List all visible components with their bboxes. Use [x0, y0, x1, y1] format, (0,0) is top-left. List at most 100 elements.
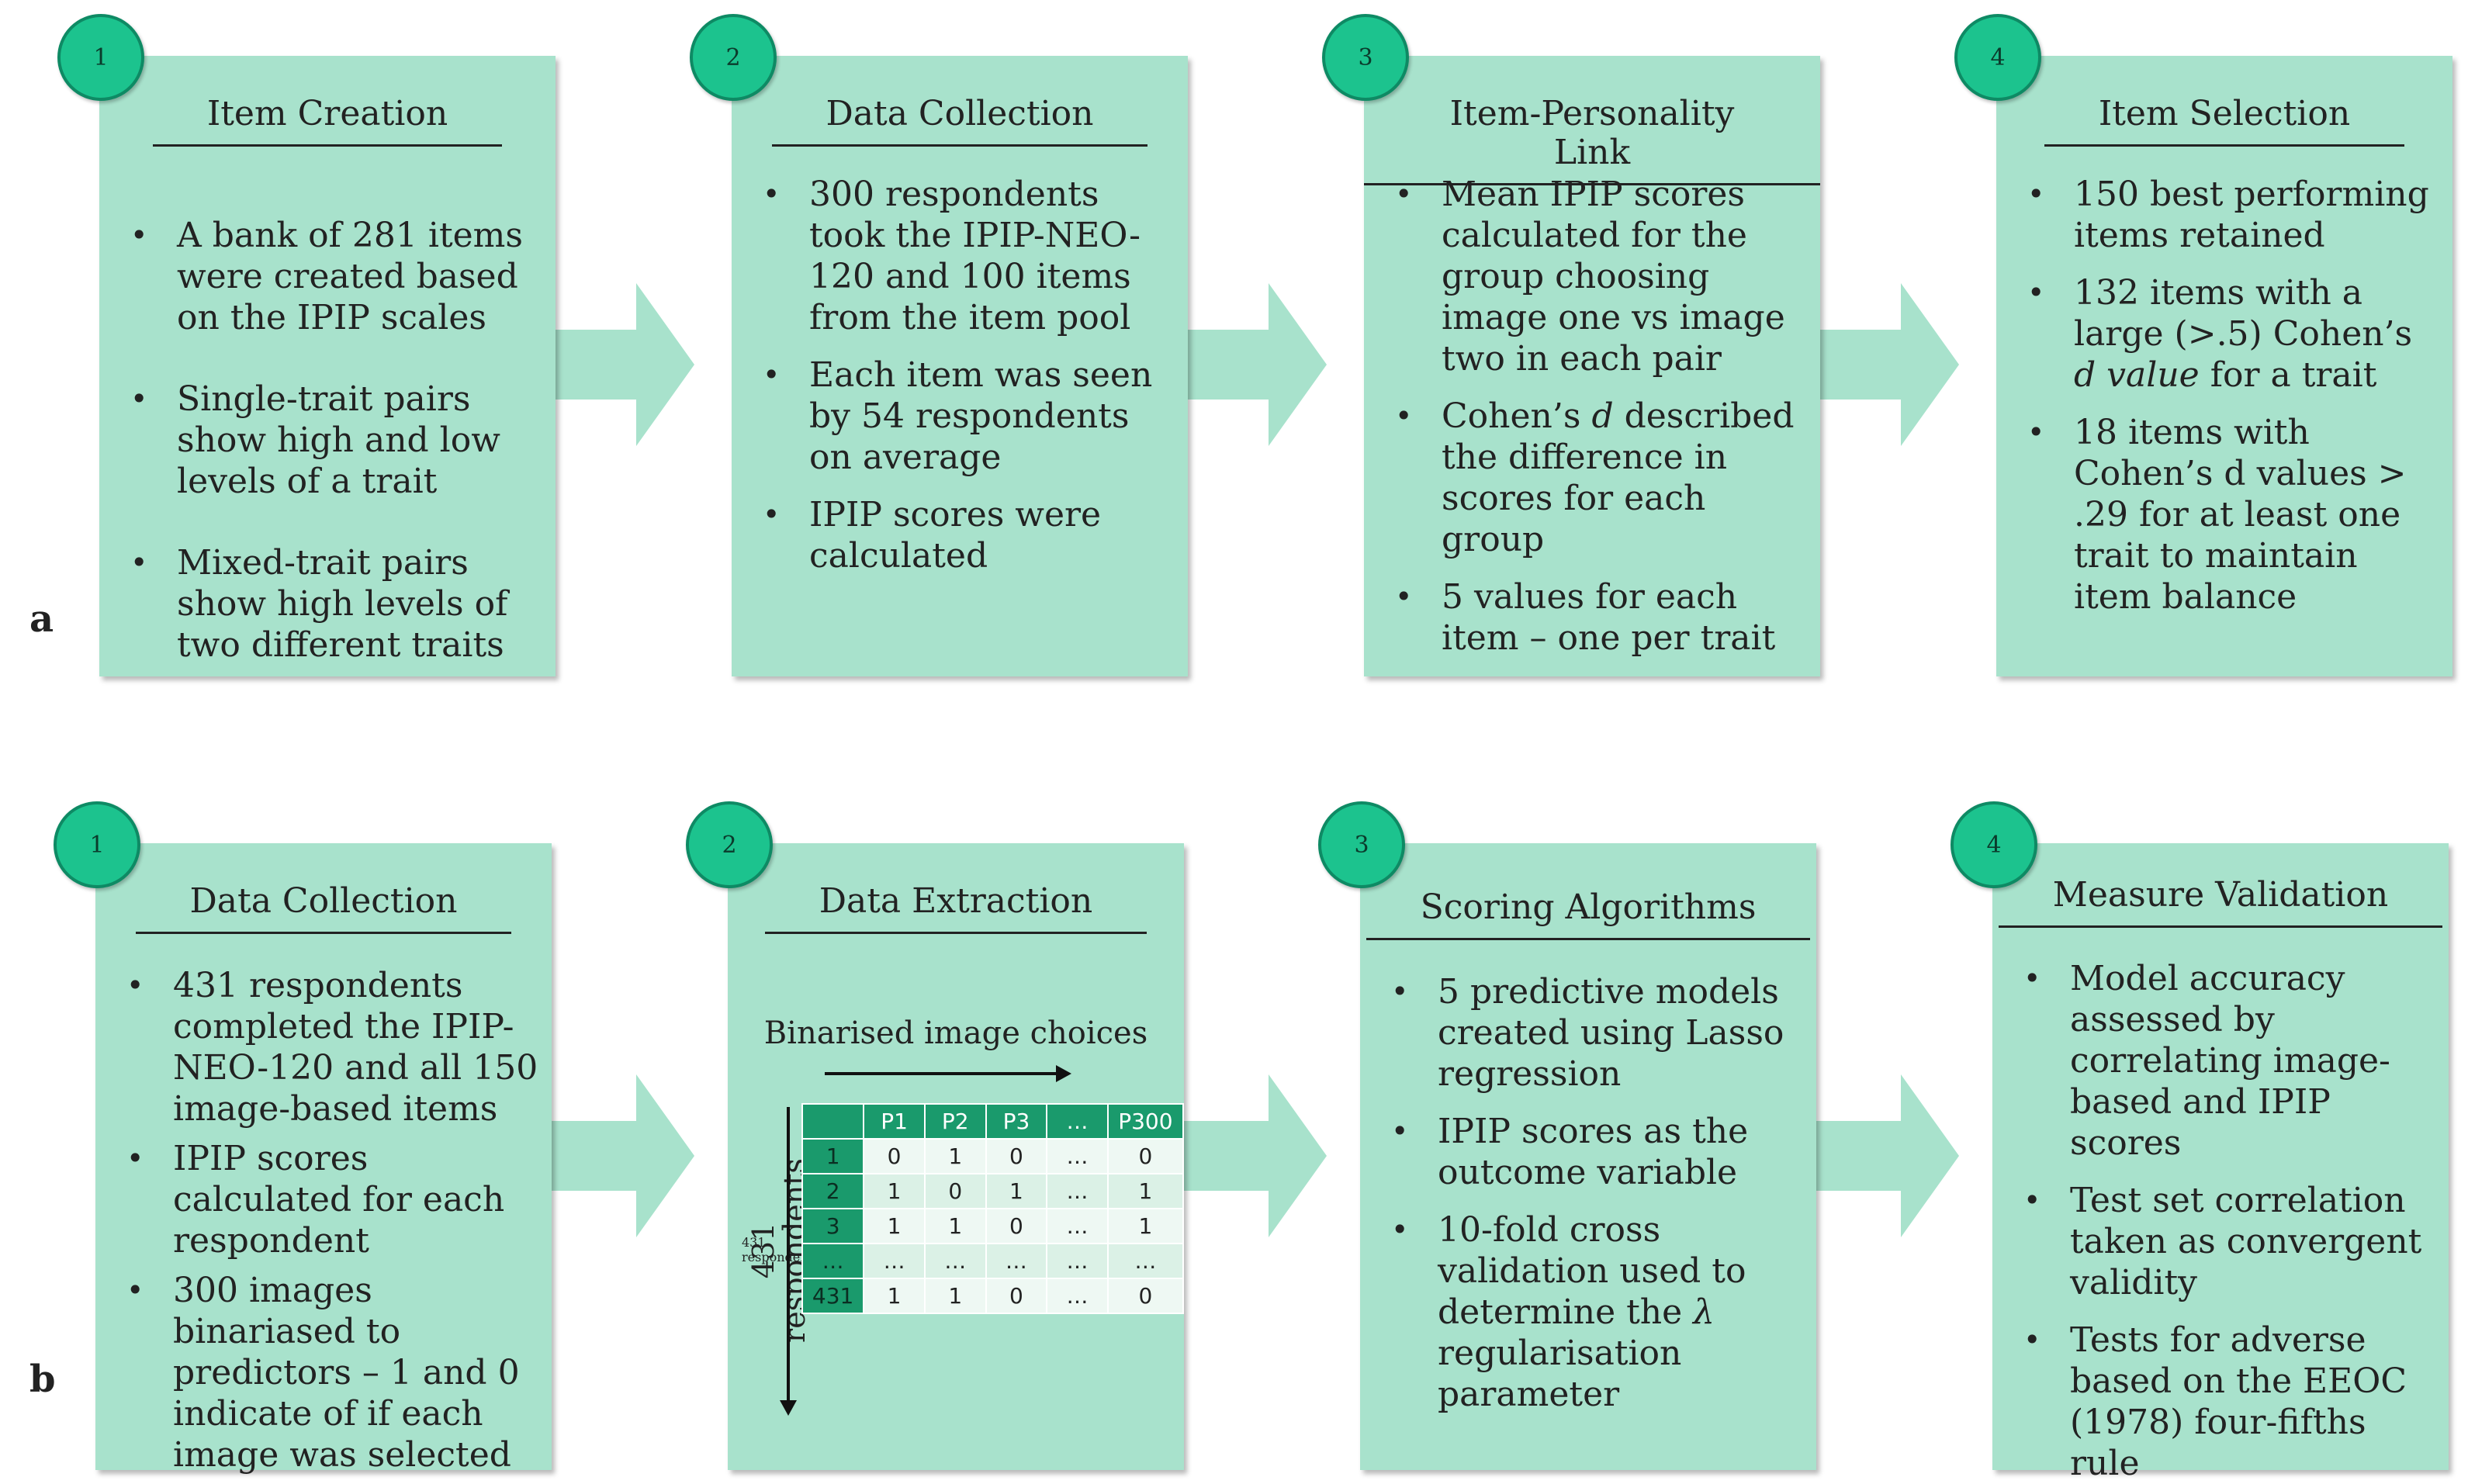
- matrix-cell: 1: [863, 1208, 926, 1244]
- matrix-caption: Binarised image choices: [763, 1015, 1148, 1051]
- bullet-item: 431 respondents completed the IPIP-NEO-1…: [95, 965, 552, 1129]
- bullet-item: Mean IPIP scores calculated for the grou…: [1364, 174, 1820, 379]
- step-number-badge: 1: [54, 801, 140, 888]
- step-title: Item Selection: [1996, 95, 2452, 147]
- step-box-a2: Data Collection 300 respondents took the…: [732, 56, 1188, 676]
- arrow-a3-a4: [1808, 283, 1959, 446]
- step-number-badge: 4: [1954, 14, 2041, 101]
- matrix-cell: …: [1046, 1173, 1109, 1209]
- row-direction-arrow: [780, 1107, 797, 1416]
- step-box-b3: Scoring Algorithms 5 predictive models c…: [1360, 843, 1816, 1470]
- row-label-b: b: [29, 1358, 56, 1401]
- matrix-cell: …: [923, 1243, 987, 1279]
- step-box-b1: Data Collection 431 respondents complete…: [95, 843, 552, 1475]
- step-number-badge: 1: [57, 14, 144, 101]
- matrix-cell: …: [1046, 1243, 1109, 1279]
- matrix-cell: …: [1046, 1208, 1109, 1244]
- step-box-a4: Item Selection 150 best performing items…: [1996, 56, 2452, 676]
- step-title: Data Collection: [732, 95, 1188, 147]
- step-number-badge: 2: [690, 14, 777, 101]
- bullet-item: Tests for adverse based on the EEOC (197…: [1992, 1320, 2449, 1484]
- matrix-row-header: 3: [801, 1208, 865, 1244]
- bullet-item: 10-fold cross validation used to determi…: [1360, 1209, 1816, 1415]
- bullet-item: 150 best performing items retained: [1996, 174, 2452, 256]
- step-number-badge: 3: [1322, 14, 1409, 101]
- matrix-cell: 1: [863, 1278, 926, 1314]
- bullet-item: Cohen’s d described the difference in sc…: [1364, 396, 1820, 560]
- matrix-cell: 1: [1106, 1208, 1185, 1244]
- arrow-b2-b3: [1175, 1074, 1327, 1237]
- step-title: Item Creation: [99, 95, 556, 147]
- step-bullets: A bank of 281 items were created based o…: [99, 215, 556, 666]
- matrix-cell: …: [863, 1243, 926, 1279]
- step-box-b2: Data Extraction Binarised image choices …: [728, 843, 1185, 1470]
- matrix-cell: 1: [1106, 1173, 1185, 1209]
- matrix-cell: 1: [923, 1278, 987, 1314]
- step-bullets: 300 respondents took the IPIP-NEO-120 an…: [732, 174, 1188, 576]
- matrix-row-header: 431: [801, 1278, 865, 1314]
- step-bullets: 431 respondents completed the IPIP-NEO-1…: [95, 965, 552, 1475]
- bullet-item: Mixed-trait pairs show high levels of tw…: [99, 542, 556, 666]
- matrix-col-header: P1: [863, 1103, 926, 1140]
- matrix-col-header: P3: [985, 1103, 1048, 1140]
- matrix-row-header: …: [801, 1243, 865, 1279]
- matrix-cell: …: [1106, 1243, 1185, 1279]
- step-title: Data Collection: [95, 882, 552, 934]
- arrow-a1-a2: [543, 283, 694, 446]
- step-bullets: Mean IPIP scores calculated for the grou…: [1364, 174, 1820, 659]
- step-bullets: 5 predictive models created using Lasso …: [1360, 971, 1816, 1415]
- matrix-cell: 0: [985, 1138, 1048, 1174]
- arrow-a2-a3: [1175, 283, 1327, 446]
- matrix-row-header: 1: [801, 1138, 865, 1174]
- step-title: Measure Validation: [1992, 876, 2449, 928]
- matrix-cell: …: [1046, 1138, 1109, 1174]
- bullet-item: 132 items with a large (>.5) Cohen’s d v…: [1996, 272, 2452, 396]
- matrix-cell: 1: [985, 1173, 1048, 1209]
- step-bullets: Model accuracy assessed by correlating i…: [1992, 958, 2449, 1484]
- arrow-b3-b4: [1808, 1074, 1959, 1237]
- step-bullets: 150 best performing items retained 132 i…: [1996, 174, 2452, 617]
- matrix-col-header: …: [1046, 1103, 1109, 1140]
- bullet-item: Single-trait pairs show high and low lev…: [99, 379, 556, 502]
- column-direction-arrow: [825, 1065, 1071, 1082]
- matrix-cell: …: [1046, 1278, 1109, 1314]
- matrix-cell: 1: [923, 1208, 987, 1244]
- matrix-cell: 0: [1106, 1278, 1185, 1314]
- bullet-item: Model accuracy assessed by correlating i…: [1992, 958, 2449, 1164]
- matrix-cell: 0: [923, 1173, 987, 1209]
- matrix-cell: 1: [923, 1138, 987, 1174]
- row-label-a: a: [29, 597, 54, 641]
- bullet-item: IPIP scores as the outcome variable: [1360, 1111, 1816, 1193]
- bullet-item: 18 items with Cohen’s d values > .29 for…: [1996, 412, 2452, 617]
- bullet-item: Each item was seen by 54 respondents on …: [732, 355, 1188, 478]
- matrix-cell: 0: [863, 1138, 926, 1174]
- step-number-badge: 4: [1951, 801, 2037, 888]
- bullet-item: 5 predictive models created using Lasso …: [1360, 971, 1816, 1095]
- matrix-cell: 0: [985, 1208, 1048, 1244]
- bullet-item: Test set correlation taken as convergent…: [1992, 1180, 2449, 1303]
- matrix-cell: 1: [863, 1173, 926, 1209]
- matrix-row-header: 2: [801, 1173, 865, 1209]
- bullet-item: IPIP scores calculated for each responde…: [95, 1138, 552, 1261]
- step-number-badge: 2: [686, 801, 773, 888]
- matrix-col-header: P2: [923, 1103, 987, 1140]
- bullet-item: 300 images binariased to predictors – 1 …: [95, 1270, 552, 1475]
- arrow-b1-b2: [543, 1074, 694, 1237]
- matrix-corner: [801, 1103, 865, 1140]
- matrix-cell: 0: [1106, 1138, 1185, 1174]
- matrix-cell: …: [985, 1243, 1048, 1279]
- step-title: Data Extraction: [728, 882, 1184, 934]
- matrix-col-header: P300: [1106, 1103, 1185, 1140]
- step-box-a3: Item-Personality Link Mean IPIP scores c…: [1364, 56, 1820, 676]
- step-title: Item-Personality Link: [1364, 95, 1820, 185]
- step-number-badge: 3: [1318, 801, 1405, 888]
- binary-choice-matrix: P1 P2 P3 … P300 1 0 1 0 … 0 2 1 0 1 …: [801, 1103, 1185, 1314]
- bullet-item: 300 respondents took the IPIP-NEO-120 an…: [732, 174, 1188, 338]
- step-title: Scoring Algorithms: [1360, 888, 1816, 940]
- step-box-b4: Measure Validation Model accuracy assess…: [1992, 843, 2449, 1483]
- step-box-a1: Item Creation A bank of 281 items were c…: [99, 56, 556, 676]
- matrix-cell: 0: [985, 1278, 1048, 1314]
- bullet-item: 5 values for each item – one per trait: [1364, 576, 1820, 659]
- bullet-item: A bank of 281 items were created based o…: [99, 215, 556, 338]
- bullet-item: IPIP scores were calculated: [732, 494, 1188, 576]
